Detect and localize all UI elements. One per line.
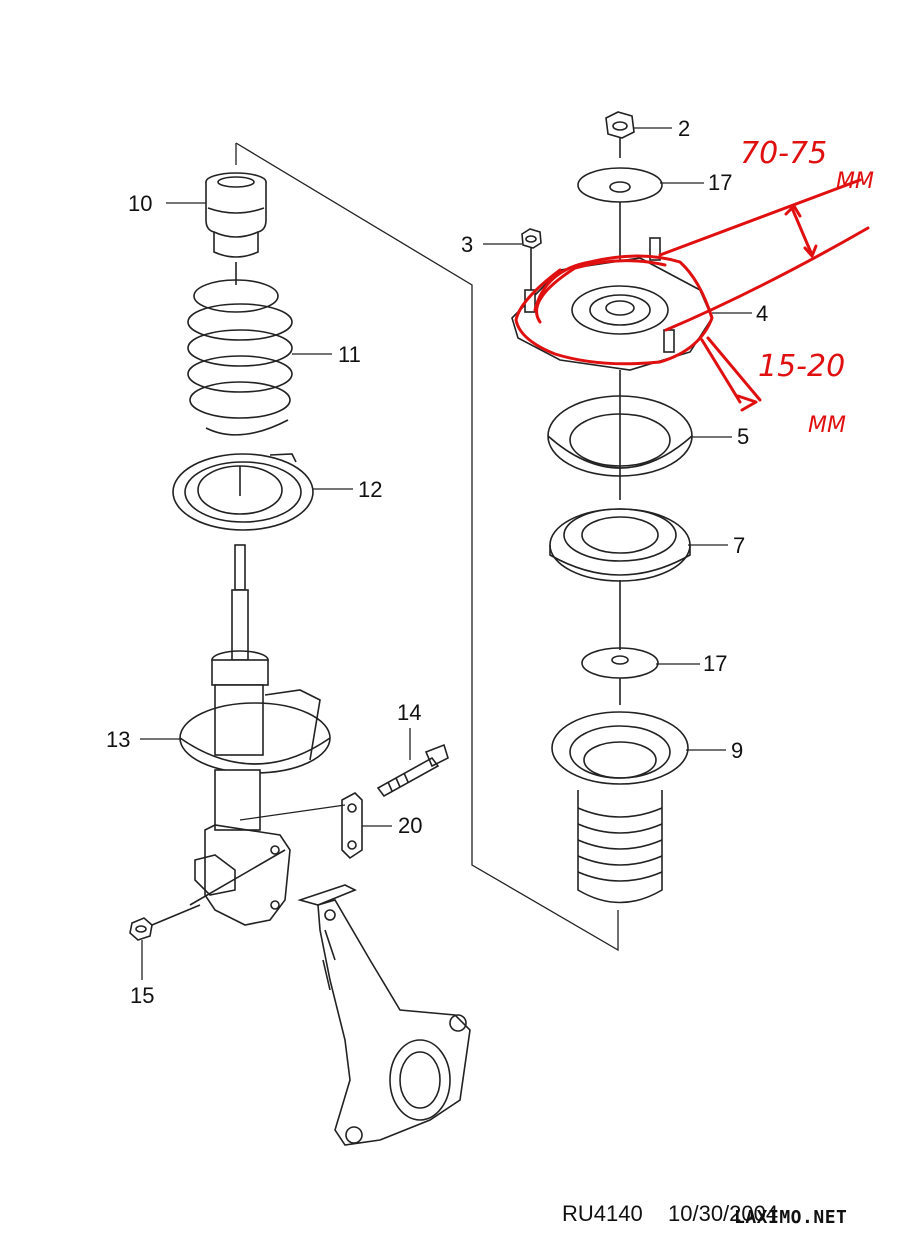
part-3-nut[interactable] [521,228,542,290]
callout-17-upper: 17 [708,170,732,195]
callout-12: 12 [358,477,382,502]
diagram-date: 10/30/2004 [668,1201,779,1226]
part-7-upper-seat[interactable] [549,508,691,650]
part-13-strut-assembly[interactable] [179,544,331,926]
part-11-coil-spring[interactable] [187,279,293,436]
callout-10: 10 [128,191,152,216]
red-markup [514,178,870,412]
annotation-top-range: 70-75 [740,136,827,171]
part-12-spring-seat[interactable] [172,453,314,531]
part-17-washer-upper[interactable] [577,167,663,265]
part-17-washer-lower[interactable] [581,647,659,705]
callout-leaders [140,127,752,980]
annotation-bottom-unit: MM [808,413,846,438]
watermark-logo: LAXIMO.NET [734,1207,848,1228]
callout-3: 3 [461,232,473,257]
callout-7: 7 [733,533,745,558]
callout-14: 14 [397,700,421,725]
part-2-nut[interactable] [605,111,635,158]
callout-2: 2 [678,116,690,141]
diagram-code: RU4140 [562,1201,643,1226]
part-14-bolt[interactable] [376,743,449,798]
callout-15: 15 [130,983,154,1008]
callout-9: 9 [731,738,743,763]
part-20-plate[interactable] [341,792,363,860]
part-9-dust-boot[interactable] [551,711,689,904]
part-4-strut-mount[interactable] [511,237,713,371]
steering-knuckle [297,884,471,1146]
part-5-bearing[interactable] [547,370,693,500]
part-15-nut[interactable] [129,904,201,941]
assembly-frame-lines [235,142,619,952]
annotation-bottom-range: 15-20 [758,349,845,384]
part-10-bump-stop[interactable] [205,172,267,285]
callout-5: 5 [737,424,749,449]
annotation-top-unit: MM [836,169,874,194]
callout-20: 20 [398,813,422,838]
callout-4: 4 [756,301,768,326]
callout-13: 13 [106,727,130,752]
callout-17-lower: 17 [703,651,727,676]
callout-11: 11 [338,342,361,367]
